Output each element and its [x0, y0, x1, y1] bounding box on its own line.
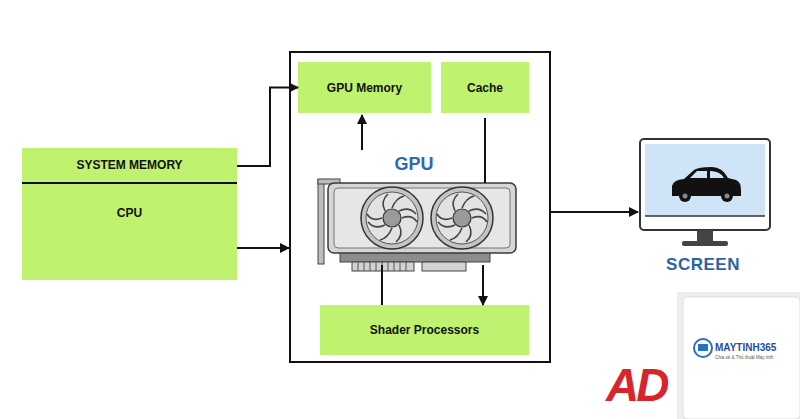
- watermark-logo: MAYTINH365: [715, 342, 776, 353]
- node-text: Shader Processors: [370, 323, 479, 337]
- cache-box: Cache: [441, 62, 529, 113]
- memory-band: SYSTEM MEMORY: [22, 148, 237, 184]
- watermark-mark: AD: [606, 358, 666, 412]
- node-text: CPU: [117, 206, 142, 220]
- node-text: GPU Memory: [327, 81, 402, 95]
- watermark-tagline: Chia sẻ & Thủ thuật Máy tính: [715, 355, 773, 360]
- memory-box: GPU Memory: [298, 62, 431, 113]
- connector-arrow: [551, 211, 638, 213]
- cpu-box: CPU: [22, 184, 237, 280]
- shader-box: Shader Processors: [320, 305, 529, 355]
- watermark-card: [677, 292, 800, 419]
- node-text: SYSTEM MEMORY: [76, 158, 182, 172]
- screen-node: SCREEN: [638, 138, 772, 280]
- gpu-container: GPU GPU Memory CacheShader Processors: [289, 51, 551, 363]
- monitor-illustration: [640, 139, 770, 246]
- connector-arrow: [237, 247, 289, 249]
- node-text: Cache: [467, 81, 503, 95]
- node-text: SCREEN: [638, 255, 768, 275]
- node-text: GPU: [381, 154, 447, 175]
